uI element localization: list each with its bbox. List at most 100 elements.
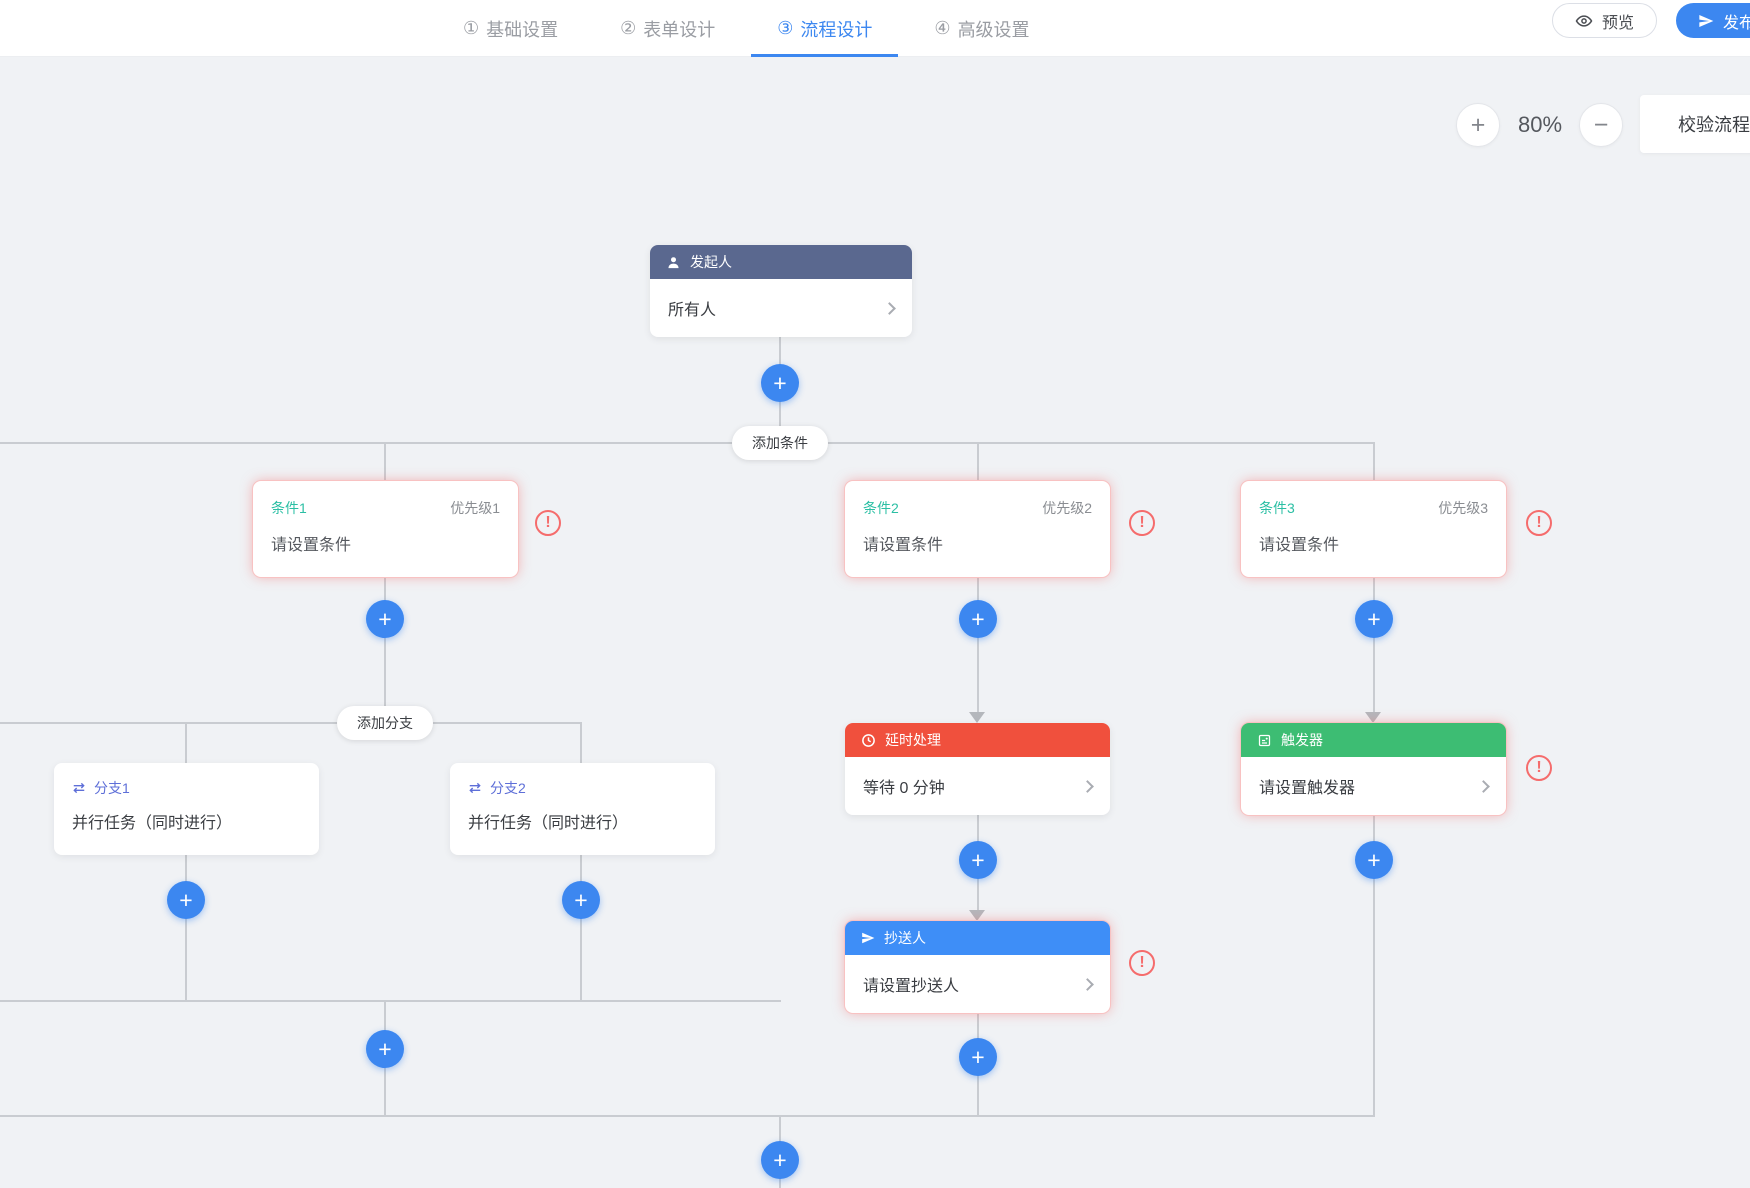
- connector-line: [1373, 577, 1375, 713]
- person-icon: [666, 255, 681, 270]
- plus-icon: +: [378, 605, 392, 632]
- add-after-cc-button[interactable]: +: [959, 1038, 997, 1076]
- start-node[interactable]: 发起人 所有人: [650, 245, 912, 337]
- branch-desc: 并行任务（同时进行）: [468, 815, 629, 832]
- condition-title: 条件1: [271, 500, 307, 516]
- add-final-button[interactable]: +: [761, 1141, 799, 1179]
- delay-node[interactable]: 延时处理 等待 0 分钟: [845, 723, 1110, 815]
- step-nav: ① 基础设置 ② 表单设计 ③ 流程设计 ④ 高级设置: [437, 0, 1056, 57]
- trigger-node-body[interactable]: 请设置触发器: [1241, 757, 1506, 815]
- send-icon: [1698, 13, 1714, 29]
- add-after-branch-merge-button[interactable]: +: [366, 1030, 404, 1068]
- plus-icon: +: [971, 846, 985, 873]
- cc-node-placeholder: 请设置抄送人: [863, 978, 960, 995]
- connector-line: [1373, 815, 1375, 1116]
- add-condition-button[interactable]: 添加条件: [732, 426, 828, 460]
- add-after-branch-2-button[interactable]: +: [562, 881, 600, 919]
- condition-priority: 优先级1: [450, 500, 500, 516]
- connector-line: [0, 442, 1375, 444]
- active-step-underline: [751, 54, 899, 57]
- connector-line: [185, 855, 187, 1001]
- cc-node-body[interactable]: 请设置抄送人: [845, 955, 1110, 1013]
- add-after-condition-2-button[interactable]: +: [959, 600, 997, 638]
- condition-title: 条件3: [1259, 500, 1295, 516]
- plus-icon: +: [1367, 846, 1381, 873]
- branch-title: 分支2: [490, 780, 526, 796]
- branch-desc: 并行任务（同时进行）: [72, 815, 233, 832]
- connector-line: [1373, 444, 1375, 481]
- chevron-right-icon: [1477, 779, 1490, 793]
- condition-placeholder: 请设置条件: [271, 537, 352, 554]
- tab-advanced-settings[interactable]: ④ 高级设置: [908, 0, 1055, 57]
- add-after-branch-1-button[interactable]: +: [167, 881, 205, 919]
- warning-icon: !: [535, 510, 561, 536]
- warning-icon: !: [1526, 510, 1552, 536]
- publish-button[interactable]: 发布: [1676, 3, 1750, 38]
- zoom-out-button[interactable]: −: [1579, 103, 1623, 147]
- add-branch-button[interactable]: 添加分支: [337, 706, 433, 740]
- branch-card-1[interactable]: 分支1 并行任务（同时进行）: [54, 763, 319, 855]
- eye-icon: [1575, 12, 1593, 30]
- branch-card-2[interactable]: 分支2 并行任务（同时进行）: [450, 763, 715, 855]
- warning-icon: !: [1129, 950, 1155, 976]
- connector-arrow: [969, 910, 985, 921]
- trigger-icon: [1257, 733, 1272, 748]
- start-node-title: 发起人: [690, 254, 732, 270]
- add-after-delay-button[interactable]: +: [959, 841, 997, 879]
- add-after-condition-1-button[interactable]: +: [366, 600, 404, 638]
- connector-line: [580, 724, 582, 763]
- delay-node-header: 延时处理: [845, 723, 1110, 757]
- clock-icon: [861, 733, 876, 748]
- branch-title: 分支1: [94, 780, 130, 796]
- tab-form-design[interactable]: ② 表单设计: [594, 0, 741, 57]
- connector-line: [185, 724, 187, 763]
- tab-process-design[interactable]: ③ 流程设计: [751, 0, 899, 57]
- delay-node-body[interactable]: 等待 0 分钟: [845, 757, 1110, 815]
- publish-label: 发布: [1723, 14, 1750, 32]
- plus-icon: +: [574, 886, 588, 913]
- preview-button[interactable]: 预览: [1552, 3, 1658, 38]
- plus-icon: +: [971, 1043, 985, 1070]
- plus-icon: +: [971, 605, 985, 632]
- trigger-node-placeholder: 请设置触发器: [1259, 780, 1356, 797]
- step-number: ①: [463, 18, 480, 38]
- plus-icon: +: [1367, 605, 1381, 632]
- step-label: 流程设计: [800, 19, 873, 40]
- cc-node[interactable]: 抄送人 请设置抄送人: [845, 921, 1110, 1013]
- condition-title: 条件2: [863, 500, 899, 516]
- connector-line: [977, 577, 979, 713]
- step-label: 基础设置: [486, 19, 559, 40]
- connector-line: [0, 1000, 781, 1002]
- plus-icon: +: [773, 369, 787, 396]
- step-number: ②: [620, 18, 637, 38]
- plus-icon: +: [179, 886, 193, 913]
- tab-basic-settings[interactable]: ① 基础设置: [437, 0, 584, 57]
- connector-arrow: [1365, 712, 1381, 723]
- trigger-node[interactable]: 触发器 请设置触发器: [1241, 723, 1506, 815]
- condition-card-2[interactable]: 条件2 优先级2 请设置条件: [845, 481, 1110, 577]
- zoom-in-button[interactable]: +: [1456, 103, 1500, 147]
- validate-flow-button[interactable]: 校验流程: [1640, 95, 1750, 153]
- add-after-trigger-button[interactable]: +: [1355, 841, 1393, 879]
- step-number: ③: [777, 18, 794, 38]
- connector-line: [0, 1115, 1375, 1117]
- connector-line: [384, 444, 386, 481]
- plus-icon: +: [773, 1146, 787, 1173]
- delay-node-value: 等待 0 分钟: [863, 780, 945, 797]
- condition-priority: 优先级2: [1042, 500, 1092, 516]
- start-node-body[interactable]: 所有人: [650, 279, 912, 337]
- parallel-icon: [72, 781, 86, 795]
- add-condition-label: 添加条件: [752, 435, 808, 451]
- validate-label: 校验流程: [1678, 115, 1750, 135]
- condition-card-1[interactable]: 条件1 优先级1 请设置条件: [253, 481, 518, 577]
- add-after-start-button[interactable]: +: [761, 364, 799, 402]
- delay-node-title: 延时处理: [885, 732, 941, 748]
- top-bar: ① 基础设置 ② 表单设计 ③ 流程设计 ④ 高级设置: [0, 0, 1750, 57]
- parallel-icon: [468, 781, 482, 795]
- add-after-condition-3-button[interactable]: +: [1355, 600, 1393, 638]
- connector-arrow: [969, 712, 985, 723]
- chevron-right-icon: [1081, 977, 1094, 991]
- condition-card-3[interactable]: 条件3 优先级3 请设置条件: [1241, 481, 1506, 577]
- trigger-node-title: 触发器: [1281, 732, 1323, 748]
